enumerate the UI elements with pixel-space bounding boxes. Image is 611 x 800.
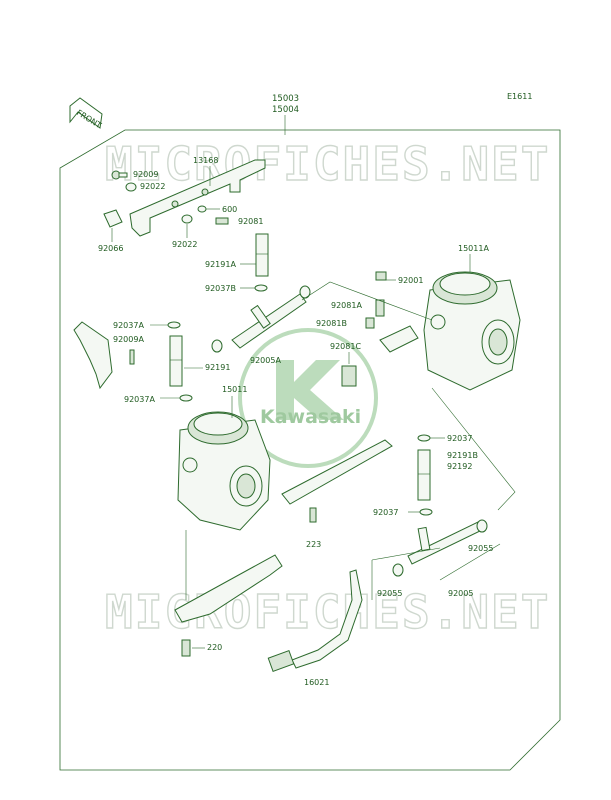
label-92037-bottom: 92037: [373, 508, 398, 517]
label-92037A-bottom: 92037A: [124, 395, 155, 404]
assembly-frame: [59, 129, 561, 771]
assembly-number-1: 15003: [272, 94, 299, 104]
fuel-tee-lower: [392, 519, 488, 577]
fuel-tee-upper: [211, 285, 311, 353]
label-92005: 92005: [448, 589, 473, 598]
label-92009: 92009: [133, 170, 158, 179]
carburetor-15011A: [423, 271, 521, 391]
label-92081A: 92081A: [331, 301, 362, 310]
watermark-bottom: MICROFICHES.NET: [105, 585, 550, 639]
brand-text: Kawasaki: [260, 406, 361, 428]
assembly-number-2: 15004: [272, 105, 299, 115]
label-15011: 15011: [222, 385, 247, 394]
label-13168: 13168: [193, 156, 218, 165]
diagram-code: E1611: [507, 92, 532, 101]
watermark-top: MICROFICHES.NET: [105, 137, 550, 191]
label-92191A: 92191A: [205, 260, 236, 269]
label-223: 223: [306, 540, 321, 549]
label-92001: 92001: [398, 276, 423, 285]
choke-cable-16021: [267, 569, 363, 672]
label-92055-left: 92055: [377, 589, 402, 598]
label-16021: 16021: [304, 678, 329, 687]
label-92037-top: 92037: [447, 434, 472, 443]
carburetor-15011: [177, 411, 271, 531]
label-92009A: 92009A: [113, 335, 144, 344]
brand-logo: Kawasaki: [238, 328, 378, 468]
label-15011A: 15011A: [458, 244, 489, 253]
label-92022-top: 92022: [140, 182, 165, 191]
label-92081: 92081: [238, 217, 263, 226]
label-600: 600: [222, 205, 237, 214]
bracket-13168: [129, 159, 266, 237]
label-92022-bottom: 92022: [172, 240, 197, 249]
label-92037B: 92037B: [205, 284, 236, 293]
label-92066: 92066: [98, 244, 123, 253]
label-220: 220: [207, 643, 222, 652]
screw-92009: [111, 170, 128, 180]
label-92191B: 92191B: [447, 451, 478, 460]
label-92192: 92192: [447, 462, 472, 471]
label-92005A: 92005A: [250, 356, 281, 365]
label-92055-right: 92055: [468, 544, 493, 553]
linkage-rod: [281, 439, 393, 505]
label-92081C: 92081C: [330, 342, 361, 351]
front-arrow-icon: FRONT: [69, 97, 103, 130]
label-92191: 92191: [205, 363, 230, 372]
bracket-lower: [174, 554, 283, 623]
bracket-left: [73, 321, 113, 390]
label-92081B: 92081B: [316, 319, 347, 328]
label-92037A-top: 92037A: [113, 321, 144, 330]
